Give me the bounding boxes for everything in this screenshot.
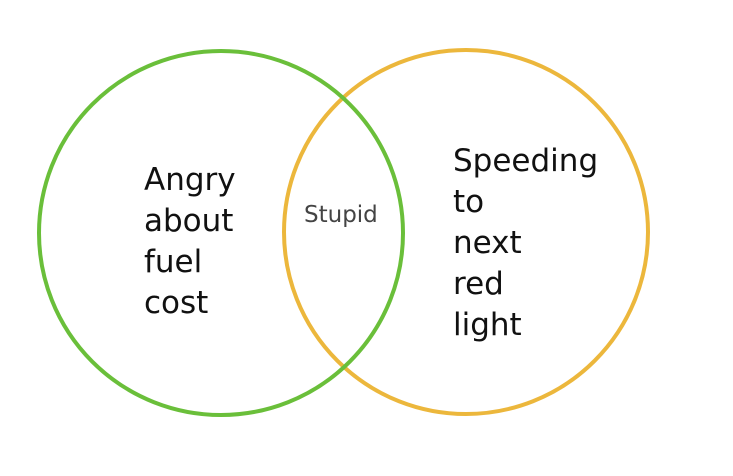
left-set-circle (37, 49, 405, 417)
right-set-label: Speeding to next red light (453, 143, 599, 343)
right-set-circle (282, 48, 650, 416)
left-set-label: Angry about fuel cost (144, 162, 236, 321)
intersection-label: Stupid (304, 202, 378, 228)
